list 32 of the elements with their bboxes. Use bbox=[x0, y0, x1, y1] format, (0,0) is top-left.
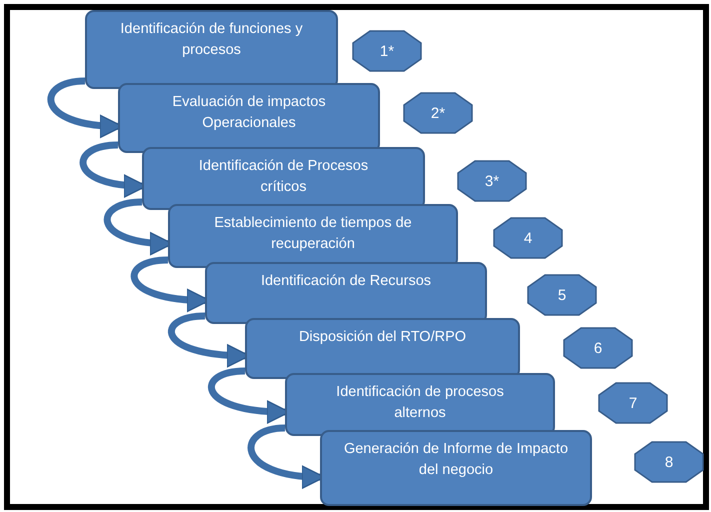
step-number: 3* bbox=[484, 172, 500, 192]
process-box bbox=[118, 83, 380, 153]
step-number: 7 bbox=[628, 394, 638, 414]
step-number: 8 bbox=[664, 452, 674, 472]
process-box bbox=[142, 147, 425, 210]
number-octagon bbox=[493, 217, 563, 259]
process-box bbox=[320, 430, 592, 506]
step-number: 6 bbox=[592, 338, 604, 358]
step-number: 2* bbox=[430, 104, 446, 124]
process-box bbox=[245, 318, 520, 379]
step-label: Disposición del RTO/RPO bbox=[298, 328, 466, 347]
step-label: Identificación de Procesos críticos bbox=[198, 157, 370, 197]
step-label: Generación de Informe de Impacto del negocio bbox=[342, 440, 570, 480]
number-octagon bbox=[598, 382, 668, 424]
process-box bbox=[205, 262, 487, 324]
step-number: 1* bbox=[378, 42, 396, 62]
step-label: Identificación de funciones y procesos bbox=[119, 20, 304, 60]
step-label: Identificación de procesos alternos bbox=[335, 383, 505, 423]
step-label: Evaluación de impactos Operacionales bbox=[171, 93, 327, 133]
step-label: Establecimiento de tiempos de recuperación bbox=[213, 214, 413, 254]
process-box bbox=[85, 10, 338, 89]
number-octagon bbox=[634, 441, 704, 483]
number-octagon bbox=[403, 92, 473, 134]
process-box bbox=[168, 204, 458, 268]
process-box bbox=[285, 373, 555, 436]
number-octagon bbox=[457, 160, 527, 202]
step-label: Identificación de Recursos bbox=[260, 272, 432, 291]
number-octagon bbox=[352, 30, 422, 72]
number-octagon bbox=[563, 327, 633, 369]
step-number: 4 bbox=[522, 228, 534, 248]
number-octagon bbox=[527, 274, 597, 316]
step-number: 5 bbox=[556, 286, 568, 306]
